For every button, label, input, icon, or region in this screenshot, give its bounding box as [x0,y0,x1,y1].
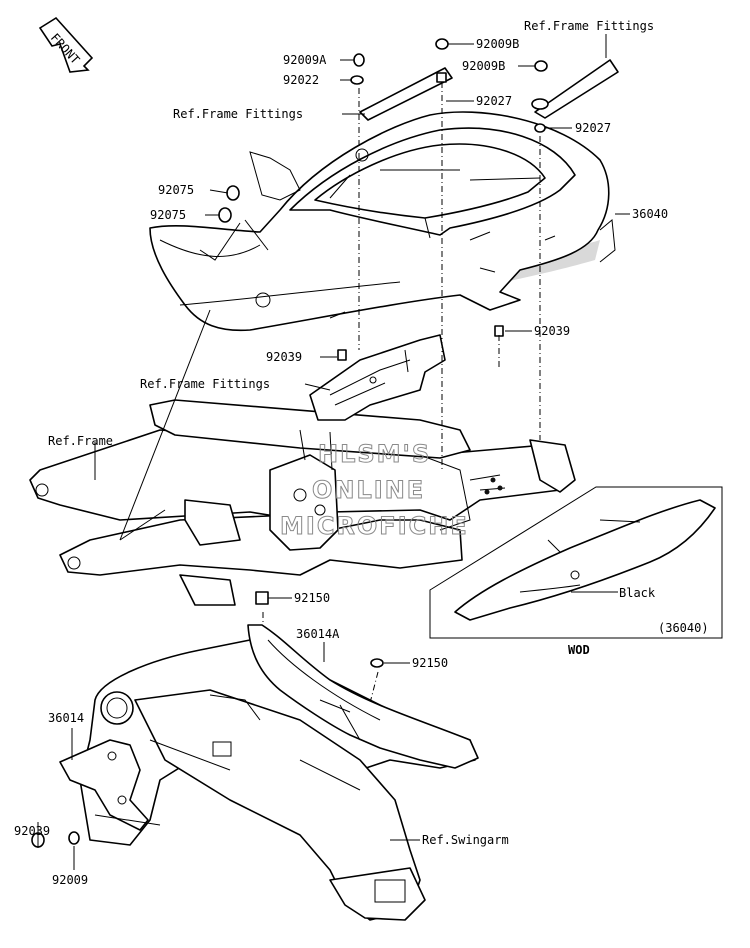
callout-92009B-top: 92009B [476,37,519,51]
inset-black-label: Black [619,586,656,600]
callout-92039-mid: 92039 [266,350,302,364]
callout-ref-frame: Ref.Frame [48,434,113,448]
callout-92150-top: 92150 [294,591,330,605]
callout-92039-left: 92039 [14,824,50,838]
callout-92009: 92009 [52,873,88,887]
callout-92027-mid: 92027 [476,94,512,108]
front-arrow-icon: FRONT [38,16,94,73]
watermark-line-1: HLSM'S [318,440,431,468]
inset-panel: Black (36040) [429,486,723,639]
callout-ref-swingarm: Ref.Swingarm [422,833,509,847]
callout-ref-frame-fittings-top: Ref.Frame Fittings [524,19,654,33]
watermark-line-2: ONLINE [312,476,425,504]
callout-92027-right: 92027 [575,121,611,135]
callout-labels: 92009A 92022 92009B 92009B 92027 92027 R… [14,19,668,887]
watermark-line-3: MICROFICHE [280,512,469,540]
callout-36040: 36040 [632,207,668,221]
frame-fitting-strips [359,59,619,121]
frame-assembly [29,399,576,606]
callout-92075-a: 92075 [158,183,194,197]
cover-36014 [59,739,149,831]
inset-caption: WOD [568,643,590,657]
callout-92009B-right: 92009B [462,59,505,73]
bracket-fitting [309,334,446,421]
fasteners-lower [31,591,384,848]
leader-lines [37,34,630,870]
callout-92075-b: 92075 [150,208,186,222]
callout-36014A: 36014A [296,627,340,641]
watermark: HLSM'S ONLINE MICROFICHE [280,440,469,541]
callout-92039-right: 92039 [534,324,570,338]
callout-ref-frame-fittings-mid: Ref.Frame Fittings [140,377,270,391]
chain-guard-36014A [247,624,479,769]
callout-92022: 92022 [283,73,319,87]
seat-cowl-36040 [149,111,616,332]
fasteners-upper [218,38,549,361]
callout-ref-frame-fittings-left: Ref.Frame Fittings [173,107,303,121]
inset-part-ref: (36040) [658,621,709,635]
callout-92150-right: 92150 [412,656,448,670]
callout-92009A: 92009A [283,53,327,67]
callout-36014: 36014 [48,711,84,725]
